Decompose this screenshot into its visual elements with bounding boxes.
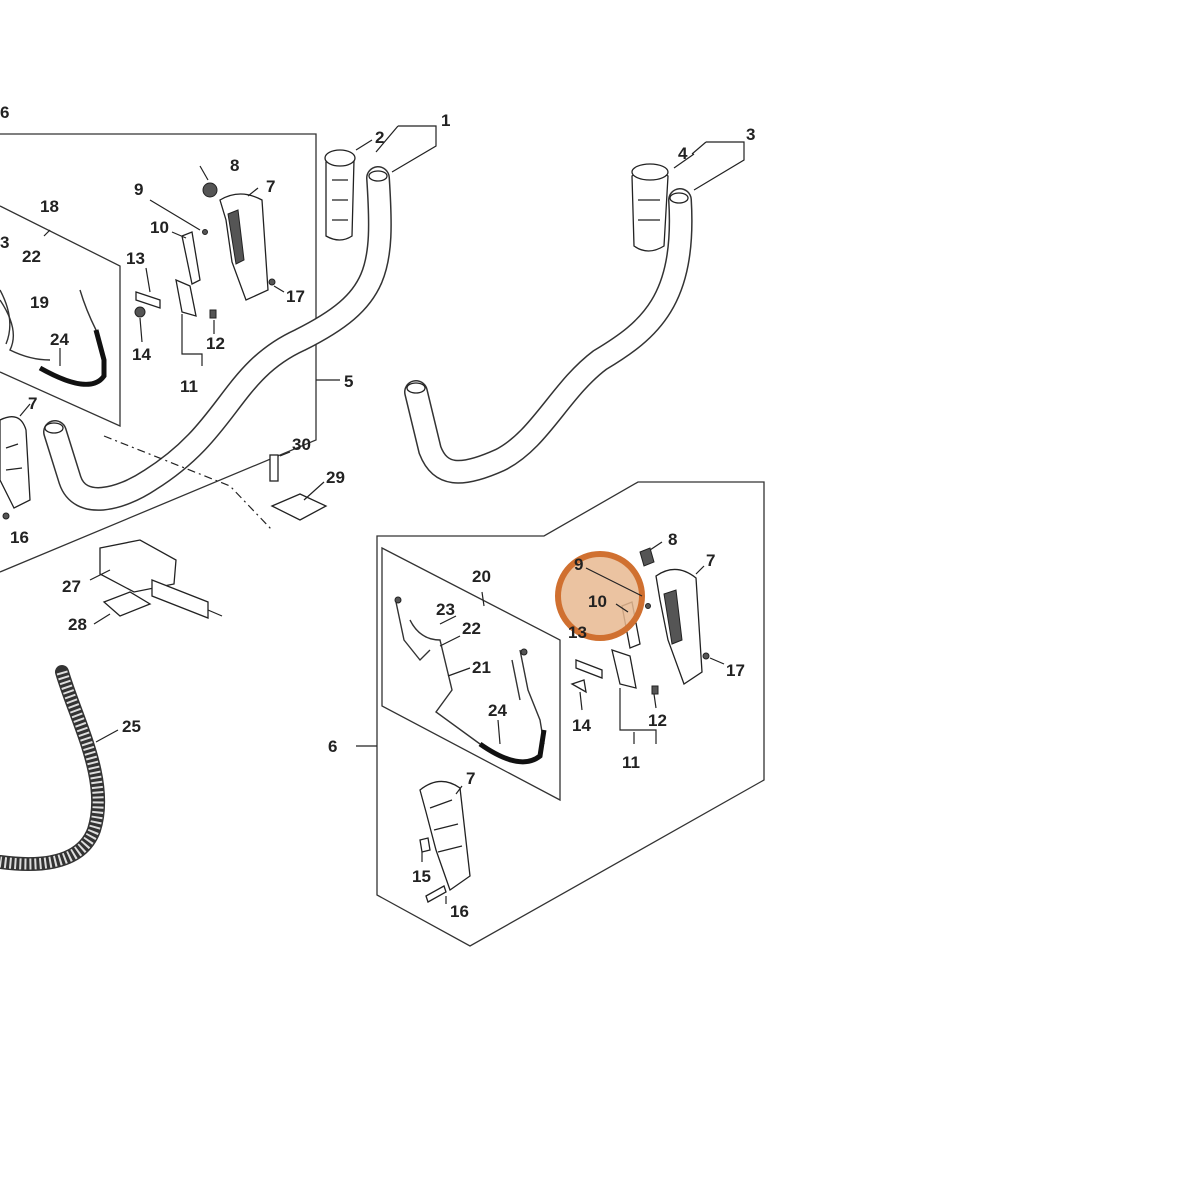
callout-7-lower-right: 7 [466, 769, 475, 788]
callout-labels: 1 2 3 4 5 6 8 7 9 10 13 17 12 14 11 18 2… [0, 103, 755, 921]
control-handle-7-right[interactable] [639, 547, 710, 685]
assembly-box-5 [0, 133, 317, 573]
callout-14-right: 14 [572, 716, 591, 735]
callout-24-right: 24 [488, 701, 507, 720]
callout-22-left: 22 [22, 247, 41, 266]
control-handle-7-left[interactable] [202, 182, 269, 301]
callout-13-left: 13 [126, 249, 145, 268]
callout-13-right: 13 [568, 623, 587, 642]
callout-8-right: 8 [668, 530, 677, 549]
callout-4: 4 [678, 144, 688, 163]
callout-6-cut: 6 [0, 103, 9, 122]
callout-24-left: 24 [50, 330, 69, 349]
callout-20: 20 [472, 567, 491, 586]
callout-11-left: 11 [180, 377, 198, 396]
callout-9-right: 9 [574, 555, 583, 574]
button-8-left [202, 182, 218, 198]
callout-1: 1 [441, 111, 450, 130]
cable-kit-right [394, 596, 547, 765]
hose-25[interactable] [0, 665, 106, 872]
callout-2: 2 [375, 128, 384, 147]
callout-8-left: 8 [230, 156, 239, 175]
callout-28: 28 [68, 615, 87, 634]
callout-5: 5 [344, 372, 353, 391]
handlebar-left[interactable] [43, 166, 392, 511]
callout-10-left: 10 [150, 218, 169, 237]
callout-21: 21 [472, 658, 491, 677]
handlebar-right[interactable] [404, 188, 693, 484]
callout-12-right: 12 [648, 711, 667, 730]
callout-3-cut: 3 [0, 233, 9, 252]
callout-18: 18 [40, 197, 59, 216]
small-parts-right [570, 601, 659, 695]
callout-27: 27 [62, 577, 81, 596]
callout-17-left: 17 [286, 287, 305, 306]
callout-29: 29 [326, 468, 345, 487]
callout-15: 15 [412, 867, 431, 886]
cable-kit-box-20 [381, 546, 561, 802]
control-handle-7-lower-right[interactable] [419, 780, 471, 903]
grip-4[interactable] [631, 163, 669, 252]
callout-22-right: 22 [462, 619, 481, 638]
callout-30: 30 [292, 435, 311, 454]
callout-19: 19 [30, 293, 49, 312]
callout-7-left: 7 [266, 177, 275, 196]
callout-12-left: 12 [206, 334, 225, 353]
assembly-box-6 [376, 481, 765, 947]
callout-16-right: 16 [450, 902, 469, 921]
callout-16-left: 16 [10, 528, 29, 547]
callout-7-right: 7 [706, 551, 715, 570]
button-8-right [639, 547, 655, 567]
callout-25: 25 [122, 717, 141, 736]
callout-7-lower-left: 7 [28, 394, 37, 413]
callout-14-left: 14 [132, 345, 151, 364]
small-parts-left [134, 229, 276, 319]
clamp-assembly[interactable] [99, 454, 328, 619]
control-handle-7-lower-left[interactable] [0, 416, 31, 520]
callout-11-right: 11 [622, 753, 640, 772]
callout-6: 6 [328, 737, 337, 756]
callout-9-left: 9 [134, 180, 143, 199]
callout-17-right: 17 [726, 661, 745, 680]
cable-kit-box-18 [0, 205, 121, 428]
callout-10-right: 10 [588, 592, 607, 611]
cable-kit-left [0, 289, 107, 387]
callout-3: 3 [746, 125, 755, 144]
callout-23: 23 [436, 600, 455, 619]
leader-lines [19, 125, 745, 904]
grip-2[interactable] [324, 149, 356, 241]
